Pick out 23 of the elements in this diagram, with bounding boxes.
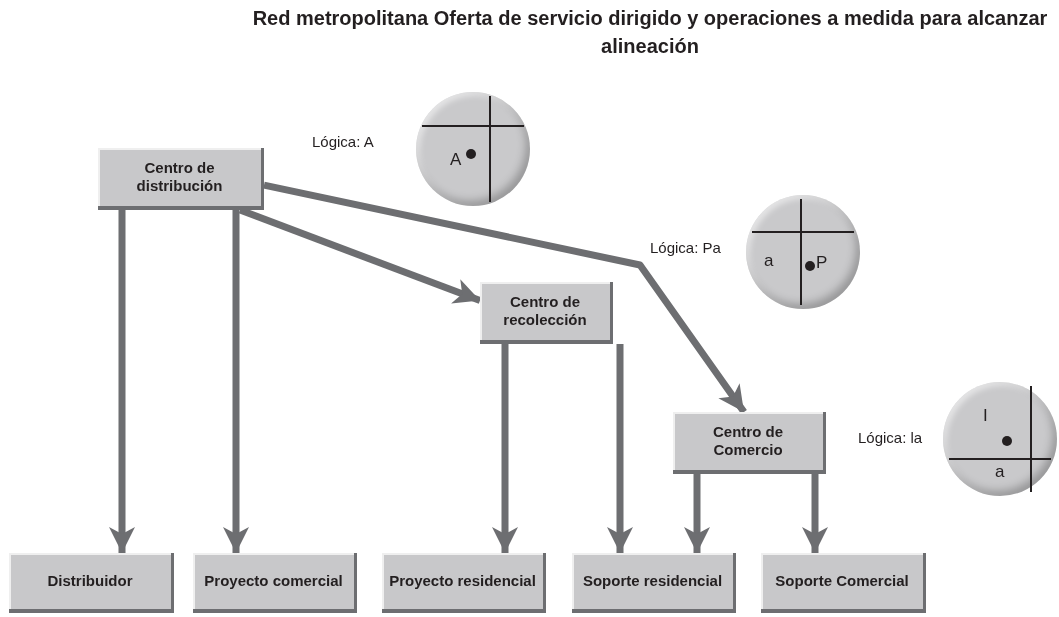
title: Red metropolitana Oferta de servicio dirigido y operaciones a medida para alcanzar alineación (251, 6, 1049, 59)
arrow (223, 210, 249, 553)
process-box: Proyecto comercial (193, 553, 357, 613)
quadrant-letter: I (983, 406, 988, 426)
logic-label: Lógica: Pa (650, 238, 721, 258)
process-box: Soporte Comercial (761, 553, 926, 613)
process-box: Centro de recolección (480, 282, 613, 344)
arrow (684, 474, 710, 553)
arrow (263, 181, 747, 415)
arrow (109, 210, 135, 553)
process-box: Centro de distribución (98, 148, 264, 210)
quadrant-letter: a (995, 462, 1005, 482)
process-box: Centro de Comercio (673, 412, 826, 474)
process-box: Distribuidor (9, 553, 174, 613)
logic-label: Lógica: la (858, 428, 923, 448)
quadrant-letter: A (450, 150, 462, 170)
process-box: Proyecto residencial (382, 553, 546, 613)
quadrant-letter: P (816, 253, 828, 273)
logic-label: Lógica: A (312, 132, 374, 152)
process-box: Soporte residencial (572, 553, 736, 613)
arrow (492, 344, 518, 553)
arrow (802, 474, 828, 553)
quadrant-letter: a (764, 251, 774, 271)
